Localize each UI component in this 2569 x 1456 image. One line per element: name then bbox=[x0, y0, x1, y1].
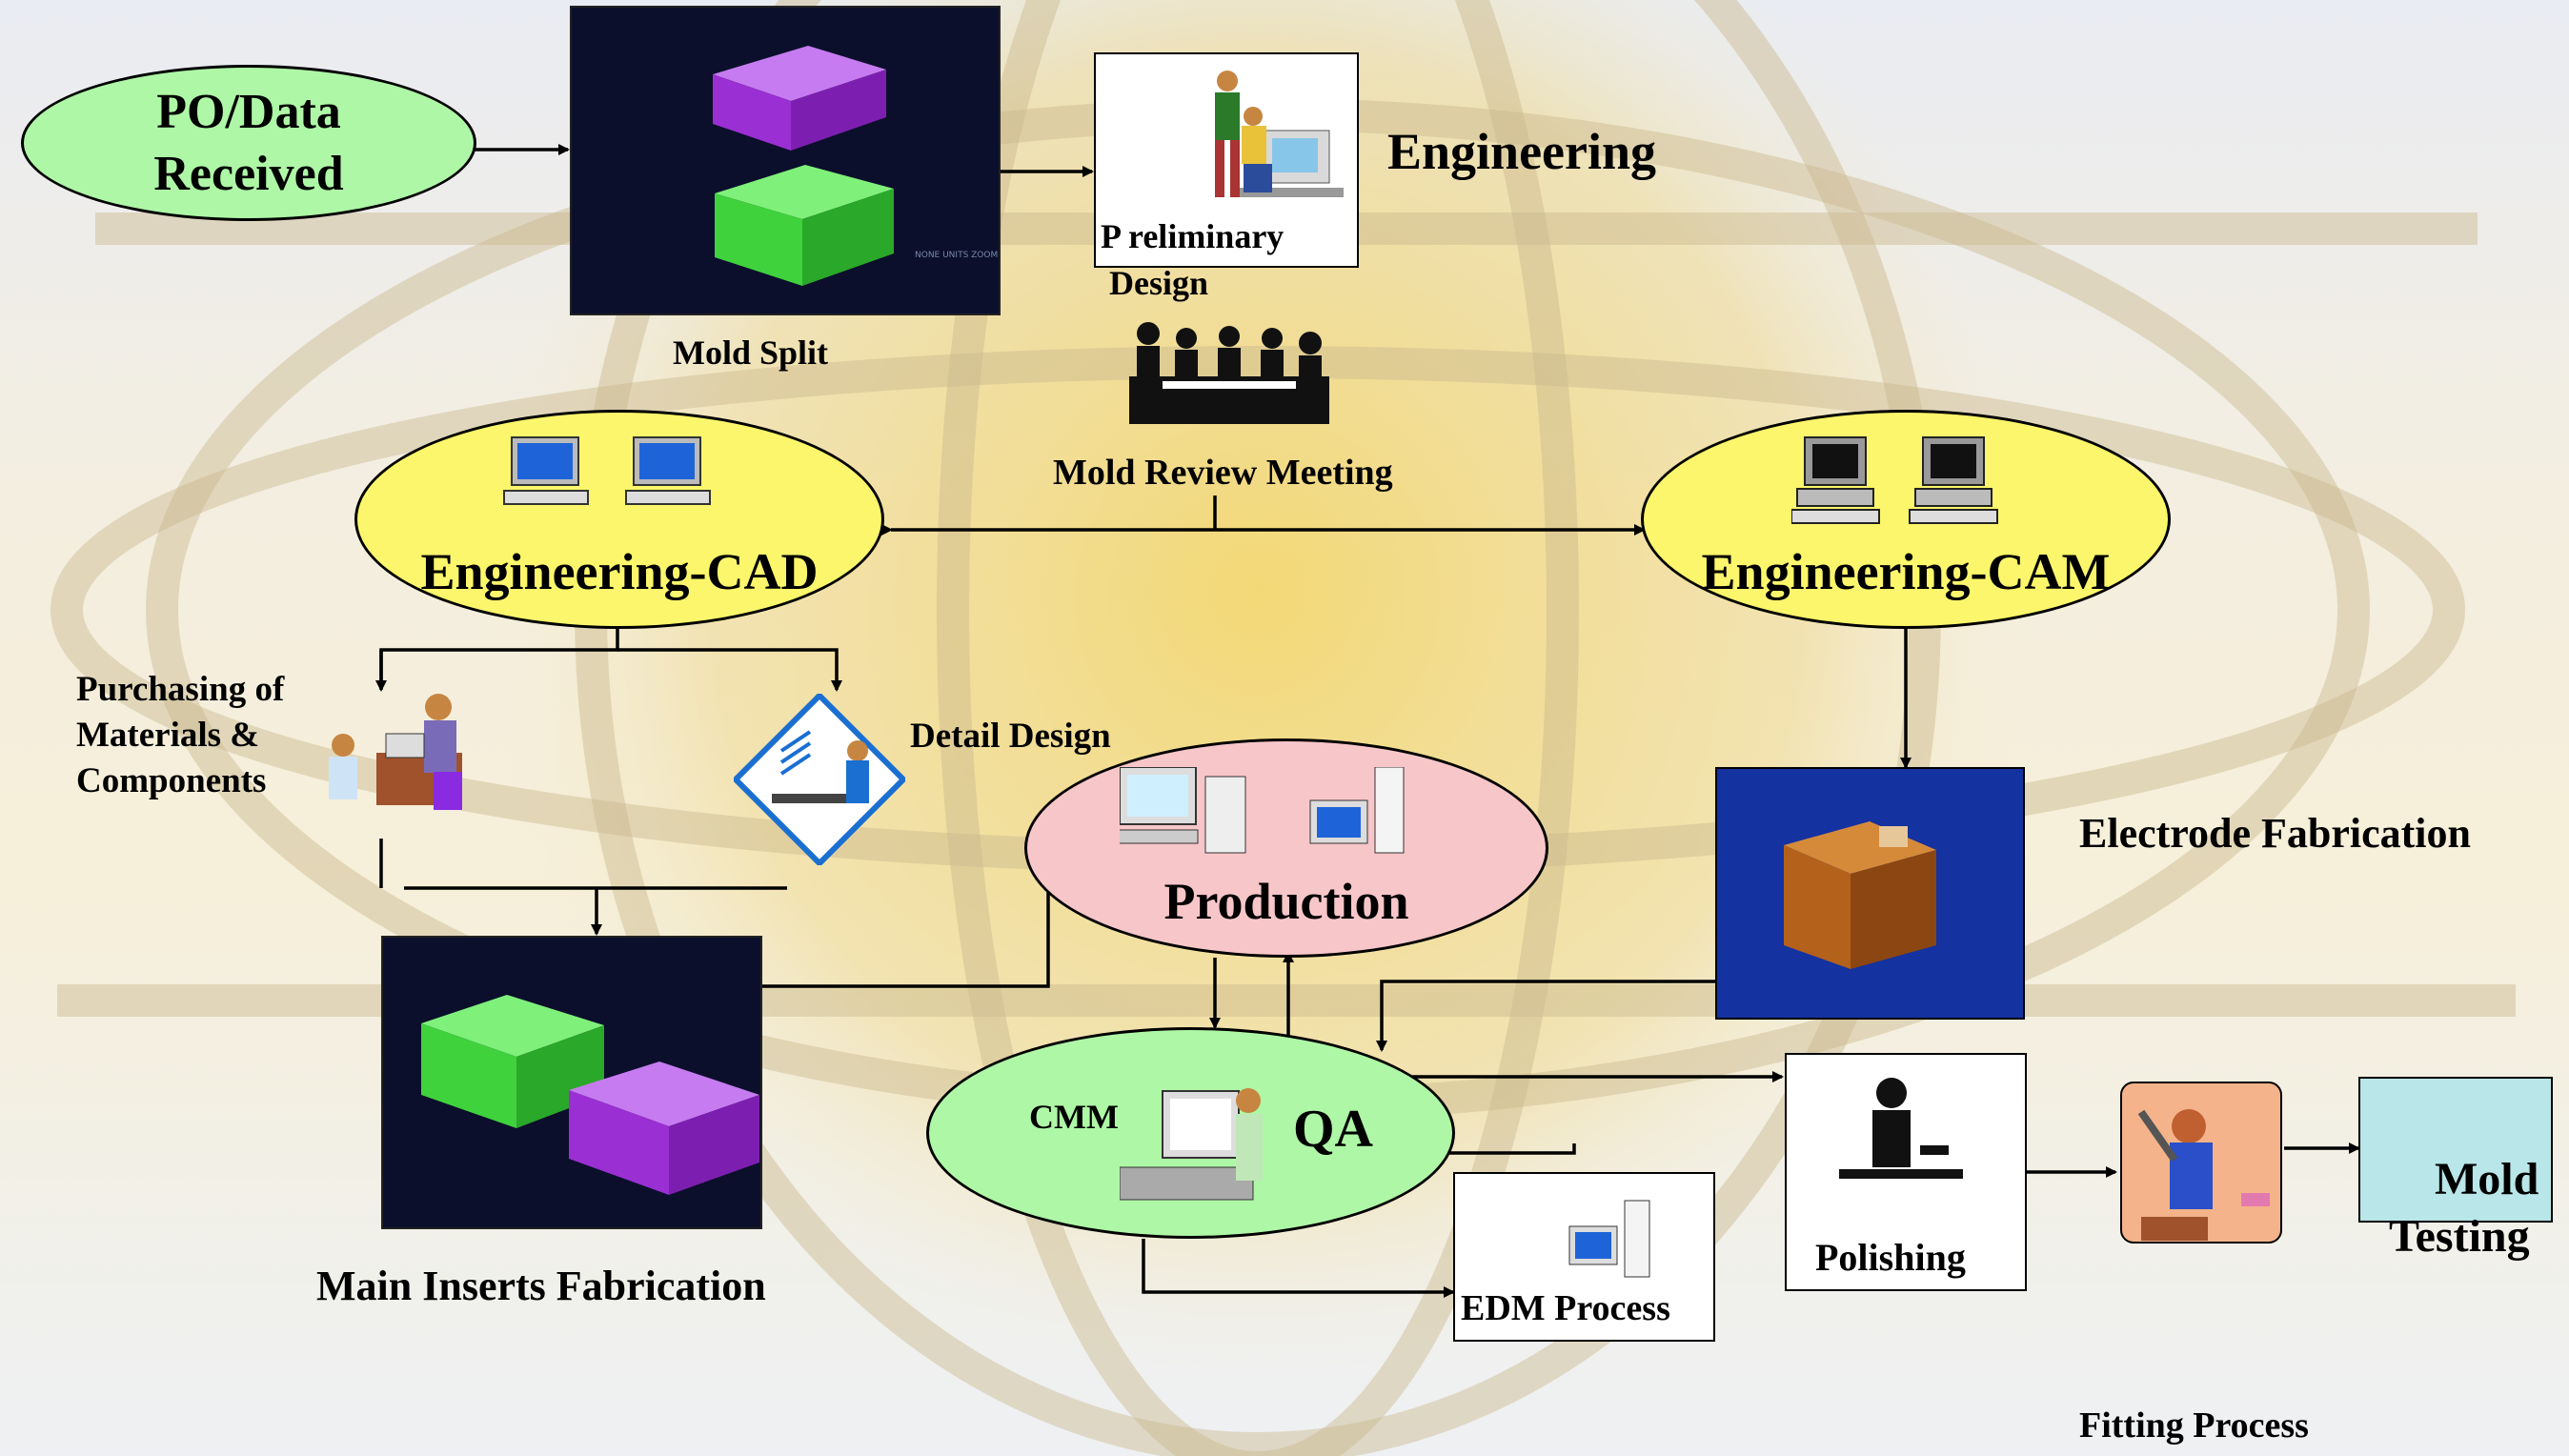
cad-computers-icon bbox=[503, 436, 711, 505]
edm-computer-icon bbox=[1568, 1200, 1650, 1278]
mold-review-meeting-label: Mold Review Meeting bbox=[1053, 453, 1393, 493]
node-qa-label: QA bbox=[1293, 1100, 1373, 1159]
node-cmm-label: CMM bbox=[1029, 1098, 1119, 1136]
fitting-worker-icon bbox=[2137, 1109, 2270, 1241]
node-production: Production bbox=[1024, 738, 1548, 958]
edm-process-label: EDM Process bbox=[1461, 1288, 1670, 1328]
engineering-label: Engineering bbox=[1387, 123, 1657, 180]
detail-design-label: Detail Design bbox=[910, 717, 1111, 756]
polishing-worker-icon bbox=[1839, 1078, 1963, 1179]
production-computers-icon bbox=[1120, 767, 1405, 854]
node-mold-testing-label: Mold Testing bbox=[2389, 1154, 2539, 1262]
fitting-process-label: Fitting Process bbox=[2079, 1405, 2309, 1446]
main-inserts-fabrication-label: Main Inserts Fabrication bbox=[316, 1263, 766, 1309]
purchasing-label: Purchasing of Materials & Components bbox=[76, 670, 285, 801]
polishing-label: Polishing bbox=[1815, 1236, 1966, 1279]
cmm-operator-icon bbox=[1120, 1088, 1263, 1201]
meeting-icon bbox=[1129, 322, 1329, 424]
mold-blocks-icon: NONE UNITS ZOOM bbox=[713, 46, 998, 286]
arrow-qa-to-edm bbox=[1142, 1239, 1455, 1298]
preliminary-design-label: P reliminary Design bbox=[1101, 217, 1284, 302]
detail-design-icon bbox=[734, 694, 905, 865]
node-po-data-label: PO/Data Received bbox=[153, 85, 344, 201]
arrow-electrode-to-qa bbox=[1376, 980, 1715, 1052]
polishing-box: Polishing bbox=[1785, 1053, 2027, 1291]
arrow-cad-branches bbox=[379, 629, 619, 686]
edm-process-box: EDM Process bbox=[1453, 1172, 1715, 1342]
electrode-block-icon bbox=[1784, 821, 1936, 969]
main-inserts-image bbox=[381, 936, 762, 1229]
node-engineering-cam-label: Engineering-CAM bbox=[1701, 543, 2111, 600]
node-engineering-cad: Engineering-CAD bbox=[354, 410, 884, 629]
fitting-process-image bbox=[2120, 1082, 2282, 1244]
node-po-data-received: PO/Data Received bbox=[21, 65, 476, 221]
node-engineering-cam: Engineering-CAM bbox=[1641, 410, 2171, 629]
cam-computers-icon bbox=[1791, 436, 1998, 524]
node-mold-testing: Mold Testing bbox=[2358, 1077, 2553, 1262]
insert-blocks-icon bbox=[421, 995, 759, 1195]
mold-split-label: Mold Split bbox=[673, 334, 829, 372]
arrow-edm-to-qa bbox=[1427, 1143, 1576, 1159]
electrode-fabrication-label: Electrode Fabrication bbox=[2079, 810, 2471, 857]
electrode-image bbox=[1715, 767, 2025, 1020]
arrow-inserts-to-production bbox=[762, 865, 1054, 988]
preliminary-design-box bbox=[1094, 52, 1359, 268]
purchasing-people-icon bbox=[329, 694, 462, 810]
node-production-label: Production bbox=[1163, 873, 1409, 930]
mold-split-caption: NONE UNITS ZOOM bbox=[915, 251, 998, 260]
node-engineering-cad-label: Engineering-CAD bbox=[420, 543, 819, 600]
mold-split-image: NONE UNITS ZOOM bbox=[570, 6, 1001, 315]
people-at-computer-icon bbox=[1215, 71, 1344, 197]
